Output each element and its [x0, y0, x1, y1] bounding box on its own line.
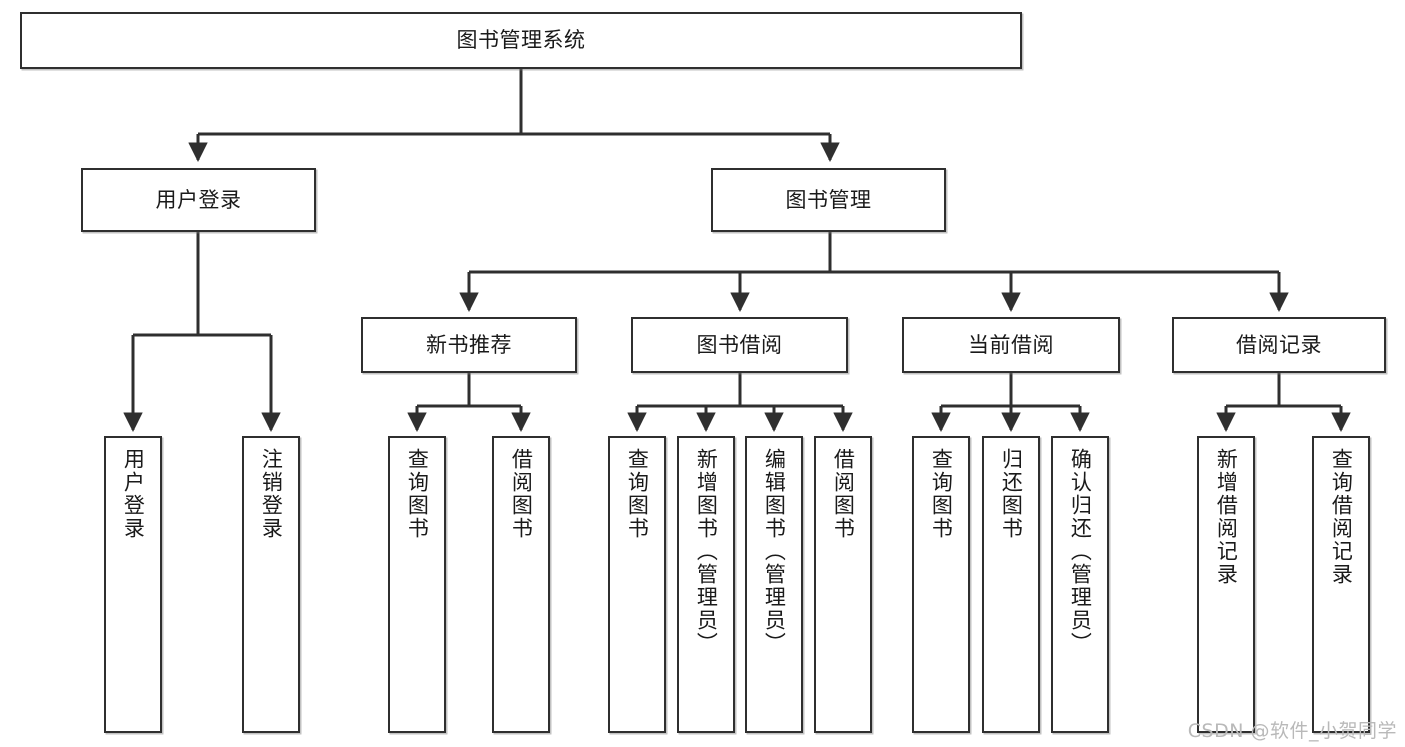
- leaf-borrow-record-add-record[interactable]: 新增借阅记录: [1197, 436, 1255, 733]
- leaf-current-borrow-confirm-return-admin[interactable]: 确认归还（管理员）: [1051, 436, 1109, 733]
- node-label: 新书推荐: [426, 332, 512, 357]
- node-label: 当前借阅: [968, 332, 1054, 357]
- leaf-book-borrow-add-book-admin[interactable]: 新增图书（管理员）: [677, 436, 735, 733]
- leaf-new-book-borrow-book[interactable]: 借阅图书: [492, 436, 550, 733]
- leaf-book-borrow-edit-book-admin[interactable]: 编辑图书（管理员）: [745, 436, 803, 733]
- node-root-book-management-system[interactable]: 图书管理系统: [20, 12, 1022, 69]
- node-label: 注销登录: [259, 448, 284, 540]
- node-label: 图书管理系统: [456, 28, 586, 53]
- node-label: 查询图书: [405, 448, 430, 540]
- leaf-borrow-record-query-record[interactable]: 查询借阅记录: [1312, 436, 1370, 733]
- node-label: 归还图书: [999, 448, 1024, 540]
- node-label: 借阅图书: [509, 448, 534, 540]
- csdn-watermark: CSDN @软件_小贺同学: [1187, 720, 1397, 742]
- node-label: 借阅记录: [1236, 332, 1322, 357]
- node-new-book-recommend[interactable]: 新书推荐: [361, 317, 577, 373]
- node-label: 用户登录: [155, 187, 242, 212]
- leaf-book-borrow-borrow-book[interactable]: 借阅图书: [814, 436, 872, 733]
- node-label: 图书管理: [785, 187, 872, 212]
- leaf-book-borrow-query-book[interactable]: 查询图书: [608, 436, 666, 733]
- leaf-new-book-query-book[interactable]: 查询图书: [388, 436, 446, 733]
- node-current-borrow[interactable]: 当前借阅: [902, 317, 1120, 373]
- node-borrow-record[interactable]: 借阅记录: [1172, 317, 1386, 373]
- node-label: 新增借阅记录: [1214, 448, 1239, 586]
- node-label: 编辑图书（管理员）: [762, 448, 787, 655]
- node-label: 图书借阅: [696, 332, 783, 357]
- node-label: 新增图书（管理员）: [694, 448, 719, 655]
- leaf-user-login-logout[interactable]: 注销登录: [242, 436, 300, 733]
- node-label: 查询图书: [929, 448, 954, 540]
- node-book-borrow[interactable]: 图书借阅: [631, 317, 848, 373]
- node-label: 确认归还（管理员）: [1068, 448, 1093, 655]
- node-label: 查询图书: [625, 448, 650, 540]
- leaf-current-borrow-query-book[interactable]: 查询图书: [912, 436, 970, 733]
- node-book-management[interactable]: 图书管理: [711, 168, 946, 232]
- node-user-login[interactable]: 用户登录: [81, 168, 316, 232]
- node-label: 用户登录: [121, 448, 146, 540]
- leaf-user-login-login[interactable]: 用户登录: [104, 436, 162, 733]
- node-label: 借阅图书: [831, 448, 856, 540]
- node-label: 查询借阅记录: [1329, 448, 1354, 586]
- leaf-current-borrow-return-book[interactable]: 归还图书: [982, 436, 1040, 733]
